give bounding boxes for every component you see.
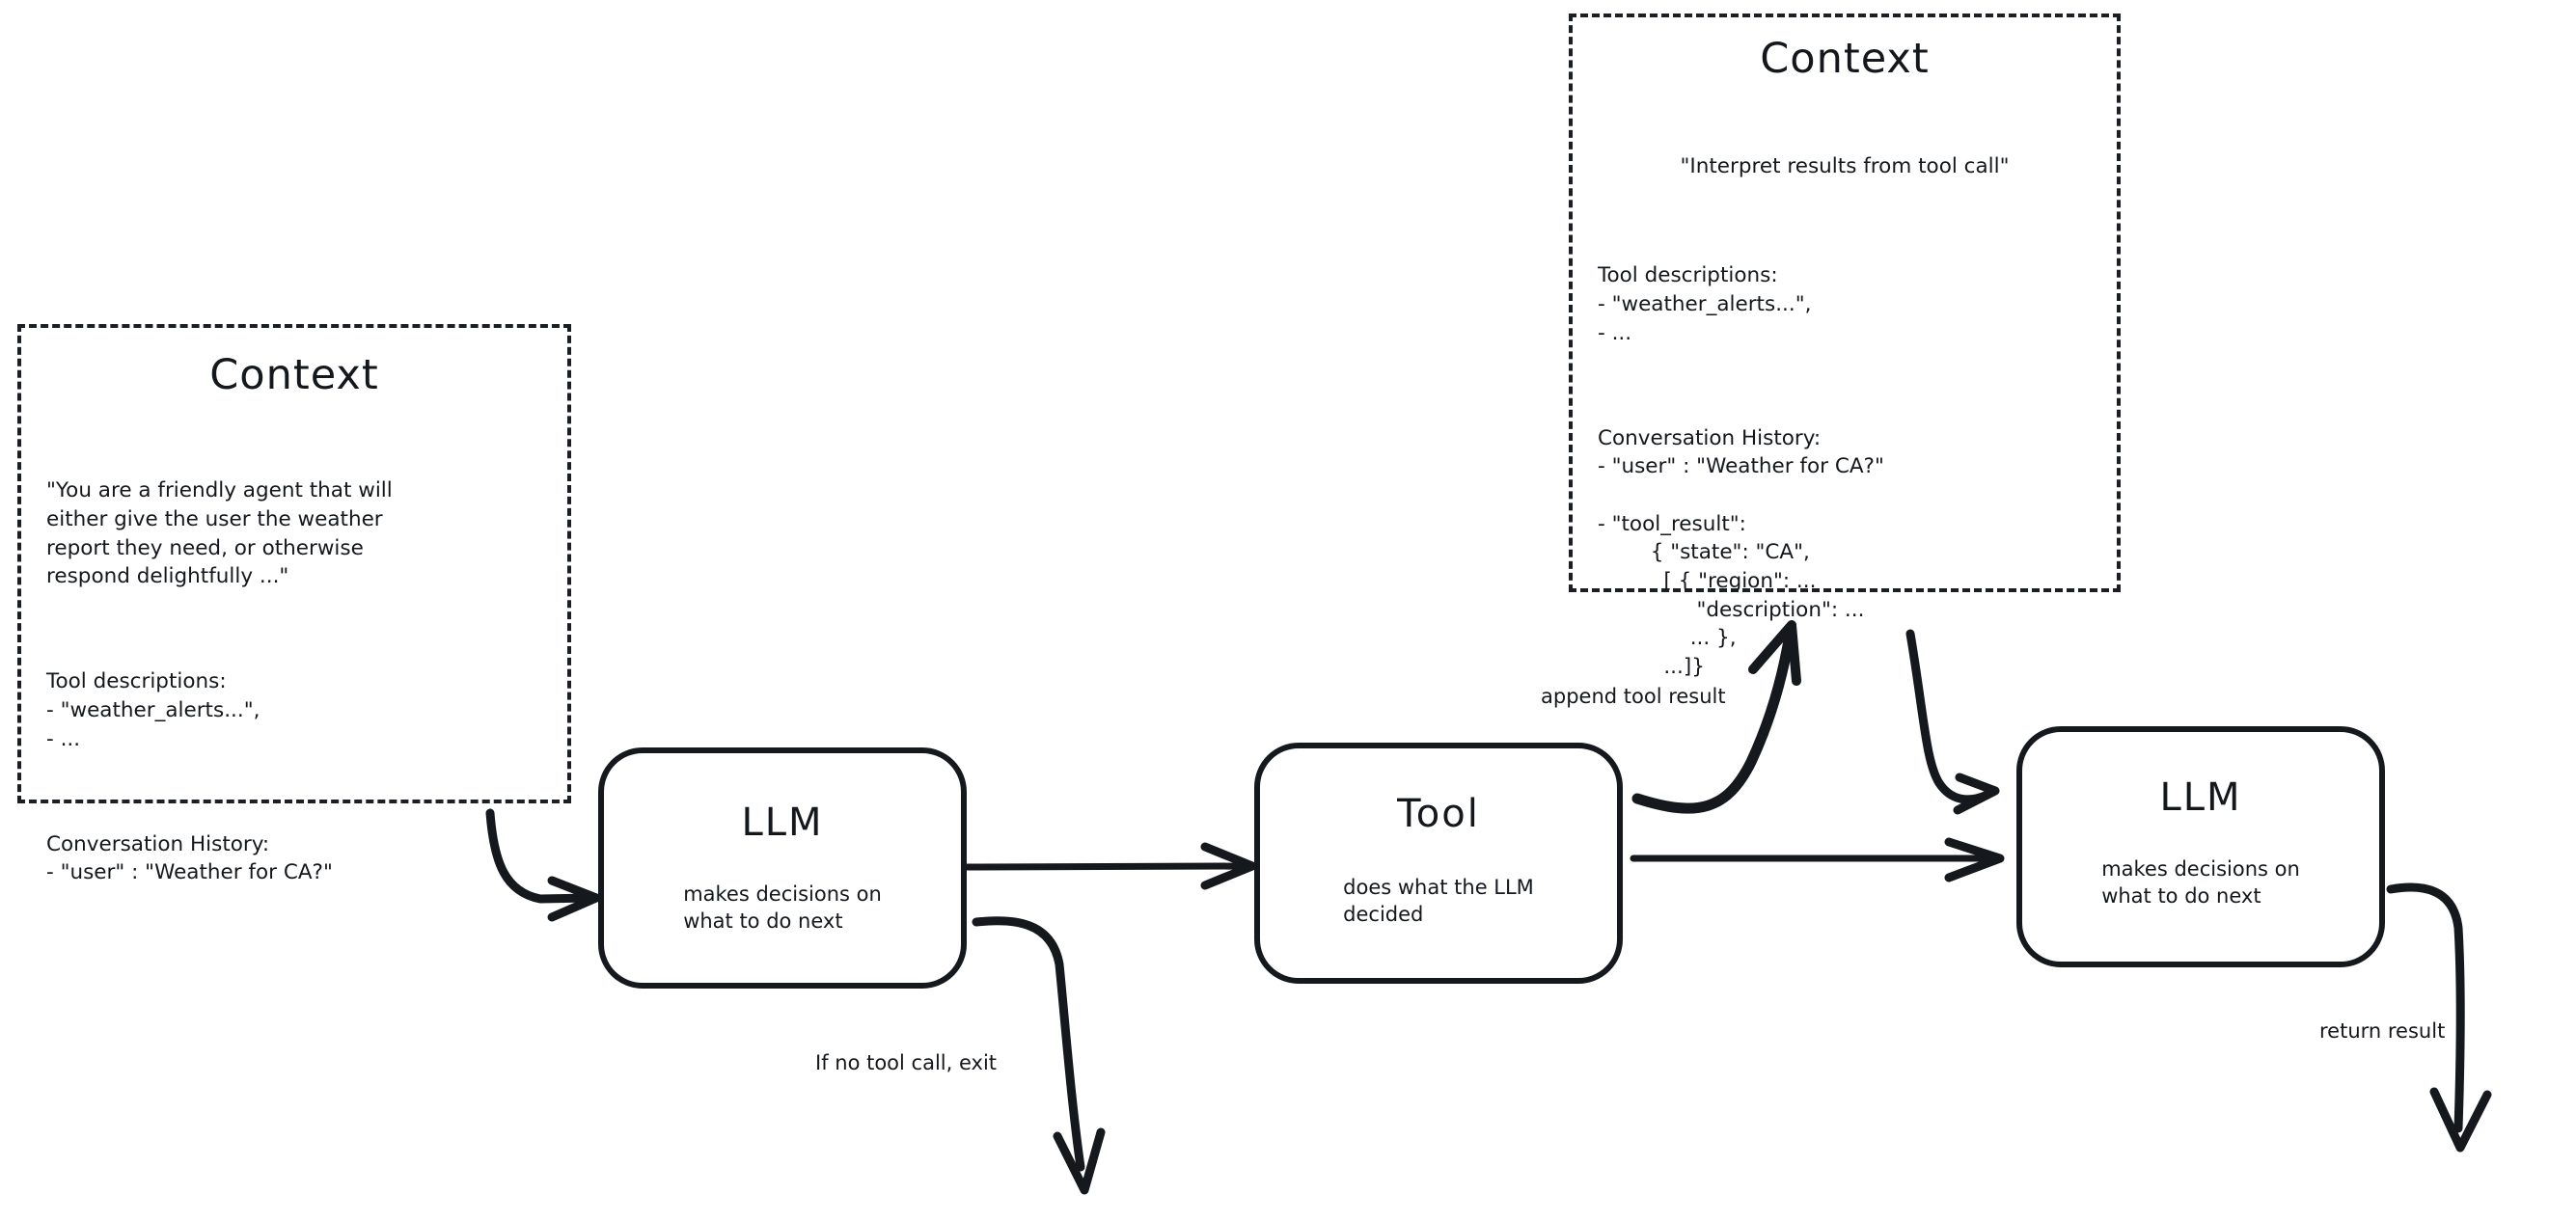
node-tool[interactable]: Tool does what the LLM decided [1254,743,1623,984]
context-top-paragraph-0: "Interpret results from tool call" [1680,154,2010,179]
context-box-left: Context "You are a friendly agent that w… [17,324,571,884]
arrow-llm2-return [2386,882,2492,1153]
edge-label-append-tool-result: append tool result [1541,685,1726,708]
arrow-tool-to-llm2 [1630,837,2005,882]
edge-label-return-result: return result [2319,1019,2446,1043]
node-llm-1-subtitle: makes decisions on what to do next [683,882,882,934]
node-llm-2-subtitle: makes decisions on what to do next [2101,857,2300,909]
context-top-body: "Interpret results from tool call" Tool … [1598,95,2092,739]
context-top-paragraph-2: Conversation History: - "user" : "Weathe… [1598,425,1884,679]
context-left-paragraph-1: Tool descriptions: - "weather_alerts..."… [46,669,260,751]
context-left-body: "You are a friendly agent that will eith… [46,420,542,944]
node-llm-2-title: LLM [2159,775,2242,820]
node-tool-title: Tool [1397,792,1480,836]
context-box-top: Context "Interpret results from tool cal… [1569,14,2121,679]
context-left-paragraph-2: Conversation History: - "user" : "Weathe… [46,831,333,885]
node-llm-1-title: LLM [741,800,824,845]
arrow-llm1-to-tool [964,842,1257,890]
context-left-paragraph-0: "You are a friendly agent that will eith… [46,478,393,589]
context-top-paragraph-1: Tool descriptions: - "weather_alerts..."… [1598,263,1812,345]
node-tool-subtitle: does what the LLM decided [1343,876,1534,927]
edge-label-if-no-tool-call-exit: If no tool call, exit [815,1051,998,1074]
node-llm-2[interactable]: LLM makes decisions on what to do next [2016,726,2385,967]
node-llm-1[interactable]: LLM makes decisions on what to do next [598,747,967,989]
context-top-title: Context [1760,35,1930,83]
context-left-title: Context [209,351,379,399]
